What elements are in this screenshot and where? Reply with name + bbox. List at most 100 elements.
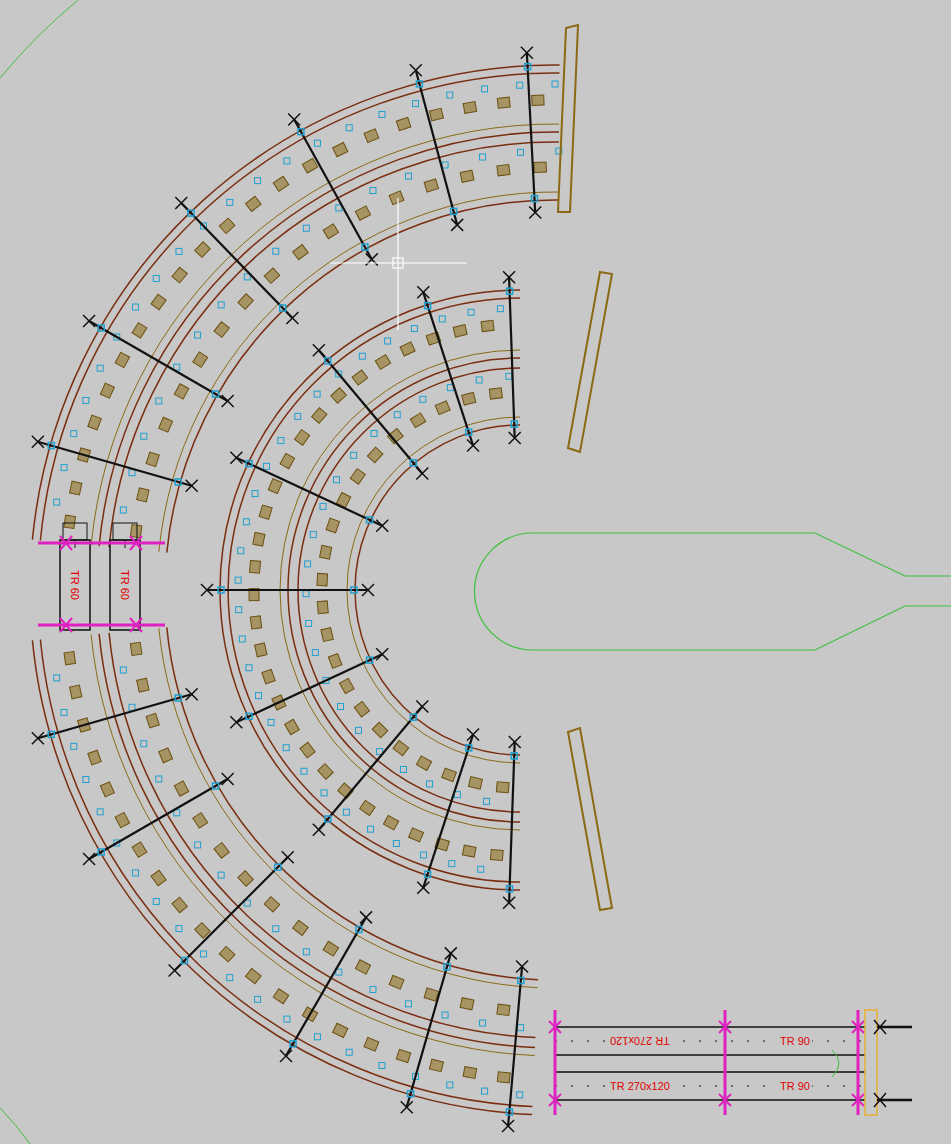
- clamp-symbol: [120, 667, 126, 673]
- section-mark: [417, 286, 429, 298]
- section-label: TR 270x120: [608, 1035, 672, 1047]
- support-block: [352, 370, 368, 385]
- section-mark: [401, 1101, 413, 1113]
- support-block: [255, 643, 267, 657]
- support-block: [250, 560, 261, 573]
- section-mark: [416, 468, 428, 480]
- section-mark: [529, 207, 541, 219]
- section-mark: [313, 344, 325, 356]
- clamp-symbol: [195, 842, 201, 848]
- section-mark: [175, 197, 187, 209]
- clamp-symbol: [379, 1062, 385, 1068]
- section-mark: [521, 47, 533, 59]
- clamp-symbol: [133, 870, 139, 876]
- support-block: [497, 164, 510, 175]
- clamp-symbol: [525, 64, 531, 70]
- end-plate: [558, 25, 612, 910]
- support-block: [317, 573, 328, 586]
- section-mark: [83, 315, 95, 327]
- section-mark: [509, 432, 521, 444]
- clamp-symbol: [275, 864, 281, 870]
- clamp-symbol: [280, 305, 286, 311]
- section-mark: [417, 286, 429, 298]
- support-block: [532, 95, 544, 105]
- clamp-symbol: [427, 781, 433, 787]
- section-mark: [503, 897, 515, 909]
- support-block: [489, 388, 502, 399]
- clamp-symbol: [218, 302, 224, 308]
- clamp-symbol: [61, 465, 67, 471]
- support-block: [364, 129, 379, 143]
- support-block: [273, 989, 289, 1004]
- support-block: [424, 988, 438, 1001]
- support-block: [383, 815, 398, 830]
- clamp-symbol: [273, 248, 279, 254]
- support-block: [462, 845, 476, 857]
- support-block: [115, 352, 129, 367]
- support-block: [137, 678, 149, 692]
- section-mark: [360, 911, 372, 923]
- support-block: [195, 242, 211, 258]
- clamp-symbol: [235, 577, 241, 583]
- section-mark: [280, 1050, 292, 1062]
- support-block: [253, 532, 265, 546]
- support-block: [172, 267, 187, 283]
- support-block: [264, 897, 280, 912]
- section-mark: [445, 947, 457, 959]
- slot-outline: [475, 533, 951, 650]
- support-block: [323, 224, 338, 239]
- section-mark: [509, 736, 521, 748]
- clamp-symbol: [243, 519, 249, 525]
- section-mark: [32, 436, 44, 448]
- clamp-symbol: [346, 1049, 352, 1055]
- clamp-symbol: [368, 826, 374, 832]
- support-block: [460, 170, 474, 182]
- section-mark: [509, 736, 521, 748]
- boundary-line: [0, 1108, 30, 1144]
- clamp-symbol: [466, 745, 472, 751]
- track-rail: [167, 627, 538, 979]
- clamp-symbol: [468, 309, 474, 315]
- support-block: [130, 642, 142, 655]
- clamp-symbol: [411, 326, 417, 332]
- section-mark: [313, 344, 325, 356]
- section-mark: [416, 468, 428, 480]
- support-block: [100, 782, 114, 797]
- section-mark: [32, 436, 44, 448]
- section-mark: [362, 584, 374, 596]
- clamp-symbol: [129, 704, 135, 710]
- clamp-symbol: [188, 210, 194, 216]
- section-mark: [467, 729, 479, 741]
- clamp-symbol: [408, 1091, 414, 1097]
- support-block: [410, 413, 425, 428]
- clamp-symbol: [303, 949, 309, 955]
- support-block: [295, 430, 310, 446]
- support-block: [424, 179, 438, 192]
- clamp-symbol: [83, 397, 89, 403]
- clamp-symbol: [236, 607, 242, 613]
- clamp-symbol: [410, 460, 416, 466]
- section-line: [175, 857, 288, 970]
- clamp-symbol: [484, 798, 490, 804]
- section-mark: [451, 219, 463, 231]
- support-block: [250, 616, 261, 629]
- section-mark: [169, 964, 181, 976]
- clamp-symbol: [218, 587, 224, 593]
- support-block: [312, 408, 327, 424]
- clamp-symbol: [511, 421, 517, 427]
- clamp-symbol: [421, 852, 427, 858]
- track-rail: [40, 640, 532, 1107]
- support-block: [70, 481, 82, 495]
- clamp-symbol: [314, 391, 320, 397]
- clamp-symbol: [312, 650, 318, 656]
- support-block: [88, 415, 102, 430]
- clamp-symbol: [303, 591, 309, 597]
- clamp-symbol: [176, 926, 182, 932]
- support-block: [328, 654, 342, 669]
- support-block: [372, 722, 388, 738]
- section-mark: [230, 452, 242, 464]
- clamp-symbol: [310, 532, 316, 538]
- straight-section-left: [38, 523, 165, 632]
- clamp-symbol: [246, 665, 252, 671]
- clamp-symbol: [531, 196, 537, 202]
